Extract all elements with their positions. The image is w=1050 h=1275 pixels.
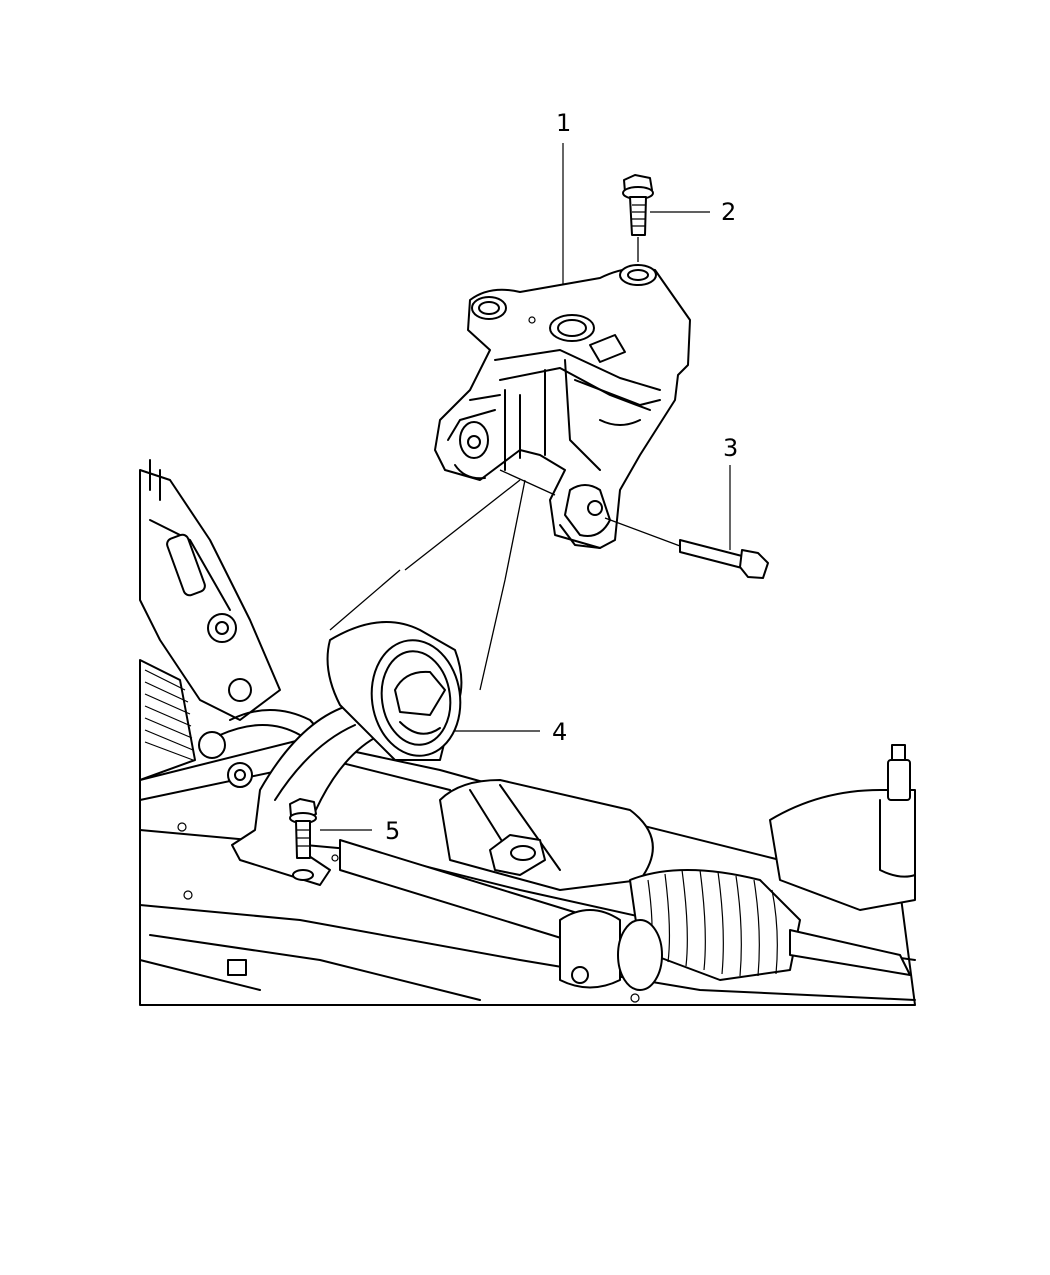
projection-lines [329, 469, 556, 691]
left-rack-boot [139, 659, 196, 781]
frame-and-steering-assembly [139, 459, 916, 1006]
engine-mount-bracket [434, 264, 691, 549]
callout-3: 3 [723, 434, 738, 462]
leader-lines [320, 143, 731, 831]
callout-4: 4 [552, 718, 567, 746]
right-rack-boot [629, 869, 801, 981]
bolt-3 [604, 517, 769, 579]
callout-5: 5 [385, 817, 400, 845]
callout-1: 1 [556, 109, 571, 137]
engine-mount-isolator [231, 621, 463, 886]
housing-bolt [489, 834, 546, 876]
callout-2: 2 [721, 198, 736, 226]
bolt-2 [622, 174, 654, 262]
bolt-5 [289, 798, 317, 881]
